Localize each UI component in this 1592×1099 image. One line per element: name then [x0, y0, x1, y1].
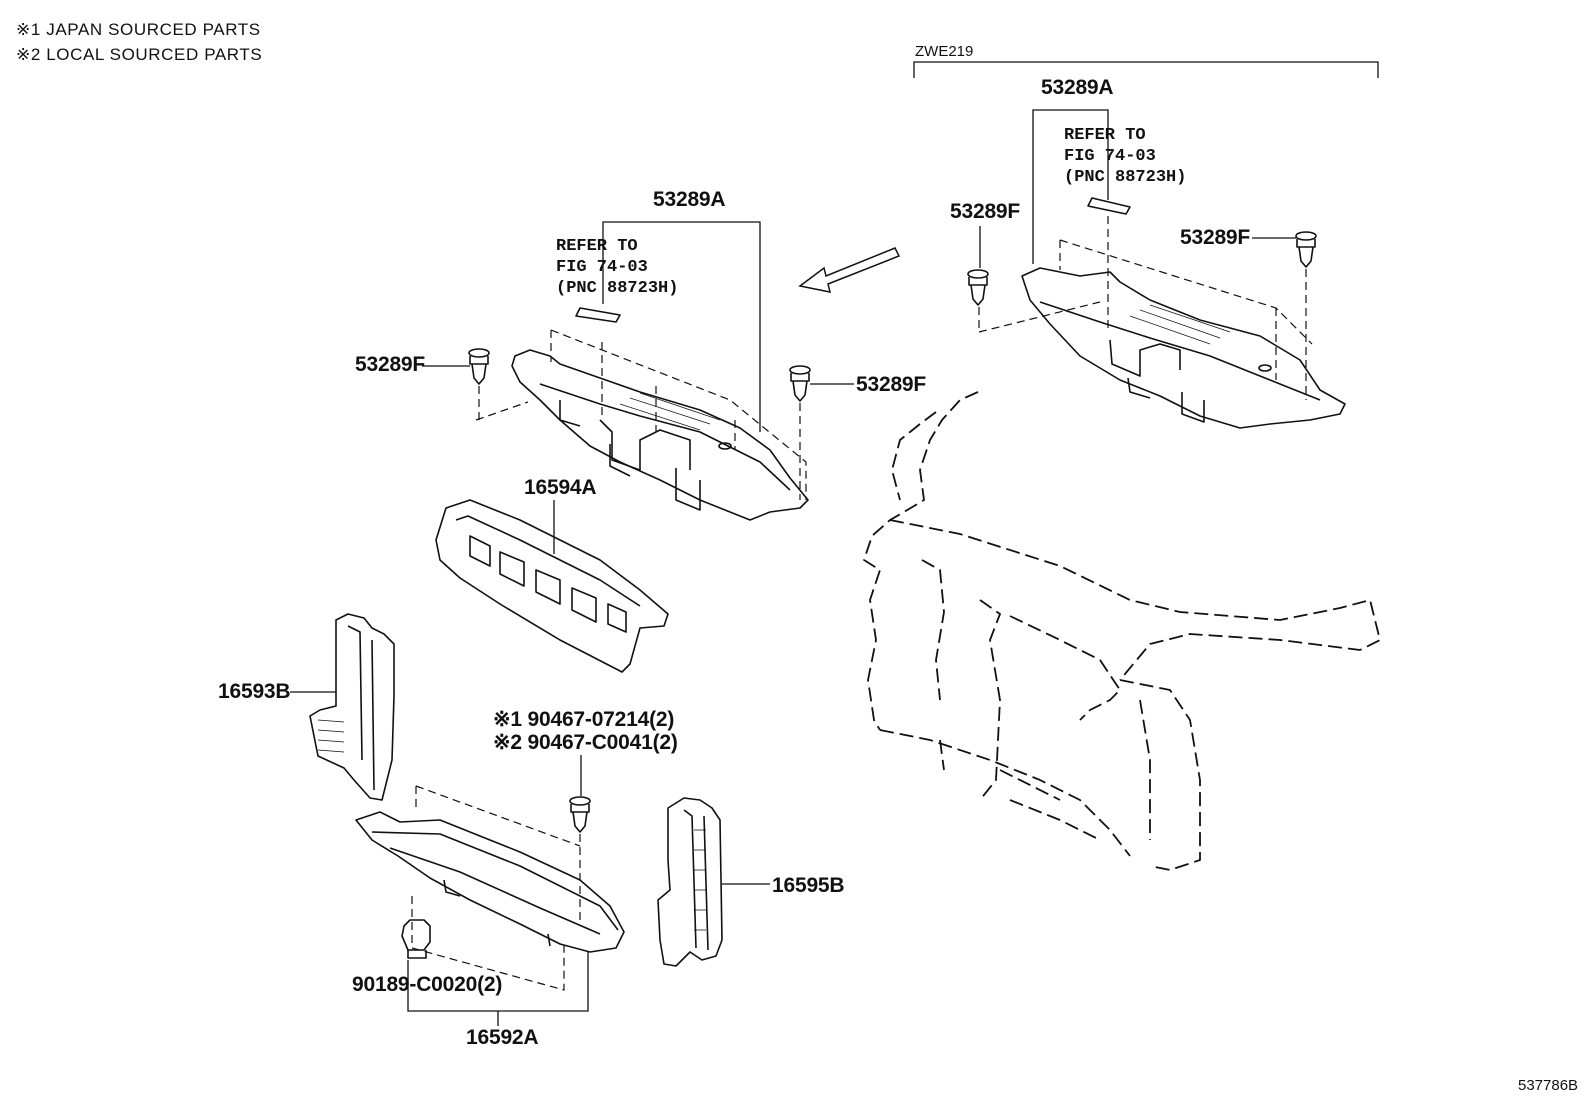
radiator-support-phantom [863, 391, 1381, 871]
label-53289F-right-1: 53289F [950, 200, 1020, 223]
upper-cover-left [511, 349, 809, 521]
label-90189-C0020: 90189-C0020(2) [352, 973, 502, 996]
clip-53289F-left-1 [468, 348, 490, 385]
clip-53289F-right-2 [1295, 231, 1317, 268]
dashed-guide-right-cover [1059, 239, 1313, 345]
dashed-guide-lower-cover [415, 785, 581, 847]
upper-cover-right [1021, 267, 1346, 429]
legend-local-sourced: ※2 LOCAL SOURCED PARTS [16, 45, 262, 64]
side-seal-16593B [309, 613, 395, 801]
refer-left-line3: (PNC 88723H) [556, 279, 678, 298]
refer-right-line1: REFER TO [1064, 126, 1146, 145]
label-sticker-right [1087, 197, 1131, 215]
lower-cover-16592A [355, 811, 625, 953]
label-53289A-right: 53289A [1041, 76, 1113, 99]
label-16593B: 16593B [218, 680, 290, 703]
label-53289F-right-2: 53289F [1180, 226, 1250, 249]
variant-label: ZWE219 [915, 43, 973, 60]
figure-id: 537786B [1518, 1077, 1578, 1094]
dashed-guide-left-cover [550, 329, 807, 500]
refer-left-line1: REFER TO [556, 237, 638, 256]
clip-90189 [401, 919, 431, 959]
clip-53289F-right-1 [967, 269, 989, 306]
leader-53289A-right [1032, 109, 1109, 264]
label-sticker-left [575, 307, 621, 323]
clip-90467 [569, 796, 591, 833]
label-53289F-left-1: 53289F [355, 353, 425, 376]
refer-right-line2: FIG 74-03 [1064, 147, 1156, 166]
leader-53289A-left [602, 221, 761, 432]
label-90467-C0041: ※2 90467-C0041(2) [493, 731, 678, 754]
refer-left-line2: FIG 74-03 [556, 258, 648, 277]
refer-right-line3: (PNC 88723H) [1064, 168, 1186, 187]
label-16595B: 16595B [772, 874, 844, 897]
label-16594A: 16594A [524, 476, 596, 499]
variant-bracket [913, 61, 1379, 78]
label-16592A: 16592A [466, 1026, 538, 1049]
label-53289A-left: 53289A [653, 188, 725, 211]
clip-53289F-left-2 [789, 365, 811, 402]
direction-arrow-icon [798, 247, 901, 293]
legend-japan-sourced: ※1 JAPAN SOURCED PARTS [16, 20, 261, 39]
seal-16594A [435, 499, 669, 673]
label-90467-07214: ※1 90467-07214(2) [493, 708, 674, 731]
label-53289F-left-2: 53289F [856, 373, 926, 396]
side-seal-16595B [657, 797, 723, 967]
